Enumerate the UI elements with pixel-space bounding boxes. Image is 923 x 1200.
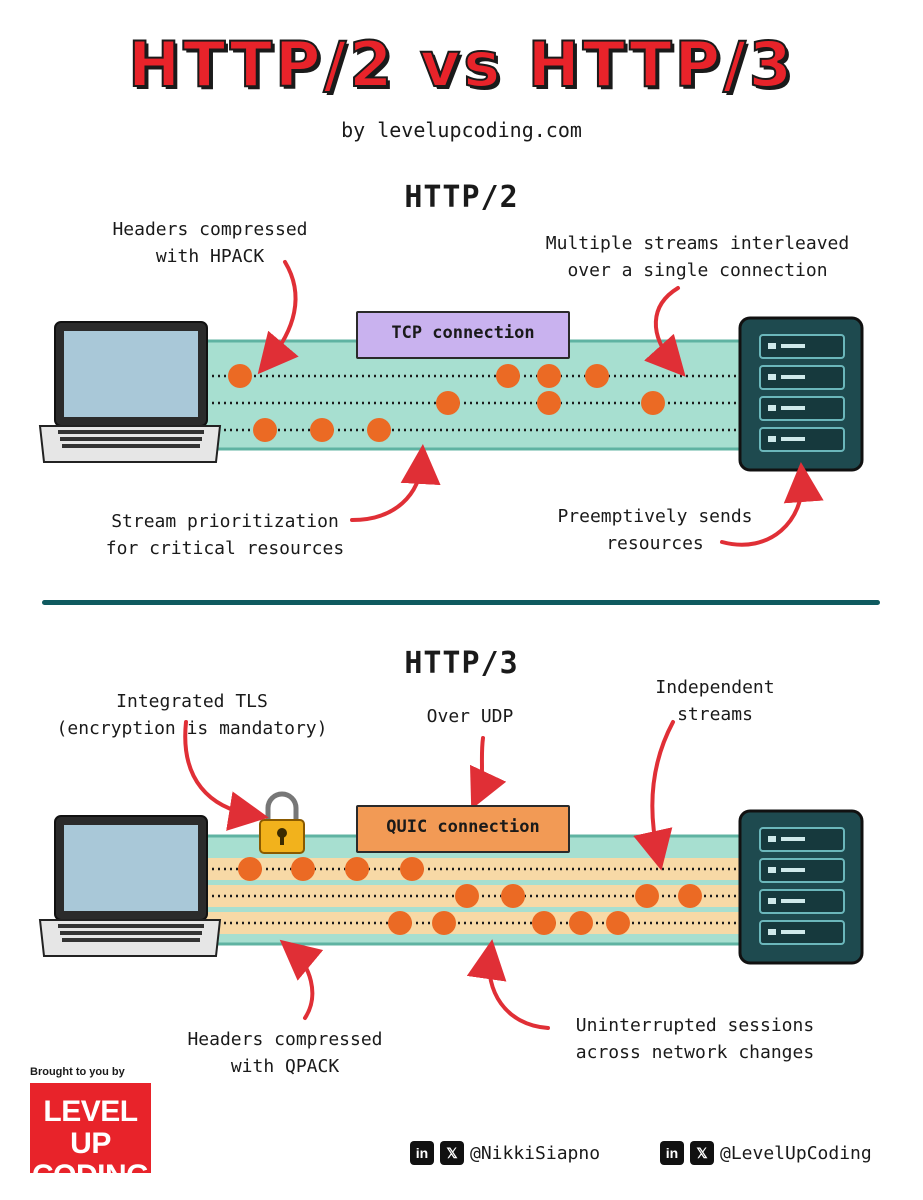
- handle-text: @LevelUpCoding: [720, 1142, 872, 1164]
- linkedin-icon: in: [660, 1141, 684, 1165]
- arrow-qpack: [279, 939, 324, 1020]
- social-handle-levelupcoding[interactable]: in 𝕏 @LevelUpCoding: [660, 1141, 872, 1165]
- arrow-tls: [183, 720, 269, 831]
- note-priority: Stream prioritization for critical resou…: [105, 511, 345, 559]
- note-migration: Uninterrupted sessions across network ch…: [575, 1015, 815, 1063]
- laptop-icon: [38, 815, 222, 957]
- byline: by levelupcoding.com: [341, 118, 582, 142]
- brought-to-you-label: Brought to you by: [30, 1066, 125, 1078]
- http2-heading: HTTP/2: [404, 180, 519, 215]
- note-independent: Independent streams: [655, 677, 775, 725]
- section-divider: [42, 600, 880, 605]
- http2-packets: [228, 364, 665, 442]
- arrow-multiplex: [644, 286, 686, 377]
- quic-connection-label: QUIC connection: [356, 805, 570, 853]
- linkedin-icon: in: [410, 1141, 434, 1165]
- http3-heading: HTTP/3: [404, 646, 519, 681]
- note-push: Preemptively sends resources: [557, 506, 753, 554]
- x-icon: 𝕏: [690, 1141, 714, 1165]
- note-hpack: Headers compressed with HPACK: [112, 219, 308, 267]
- arrow-push: [720, 462, 824, 547]
- page-title: HTTP/2 vs HTTP/3: [127, 27, 795, 102]
- social-handle-nikki[interactable]: in 𝕏 @NikkiSiapno: [410, 1141, 600, 1165]
- http3-pipe: [205, 834, 750, 946]
- arrow-hpack: [257, 260, 299, 375]
- note-udp: Over UDP: [426, 706, 514, 727]
- note-qpack: Headers compressed with QPACK: [187, 1029, 383, 1077]
- note-multiplex: Multiple streams interleaved over a sing…: [545, 233, 850, 281]
- handle-text: @NikkiSiapno: [470, 1142, 601, 1164]
- http3-packets: [238, 857, 702, 935]
- arrow-priority: [350, 444, 441, 522]
- server-icon: [738, 316, 864, 472]
- x-icon: 𝕏: [440, 1141, 464, 1165]
- level-up-coding-logo: LEVEL UP CODING: [30, 1083, 151, 1192]
- note-tls: Integrated TLS (encryption is mandatory): [56, 691, 328, 739]
- arrow-migration: [466, 939, 550, 1030]
- padlock-icon: [259, 791, 305, 854]
- server-icon: [738, 809, 864, 965]
- arrow-independent: [633, 720, 675, 871]
- tcp-connection-label: TCP connection: [356, 311, 570, 359]
- laptop-icon: [38, 321, 222, 463]
- callout-arrows: [183, 260, 824, 1030]
- arrow-udp: [470, 736, 507, 810]
